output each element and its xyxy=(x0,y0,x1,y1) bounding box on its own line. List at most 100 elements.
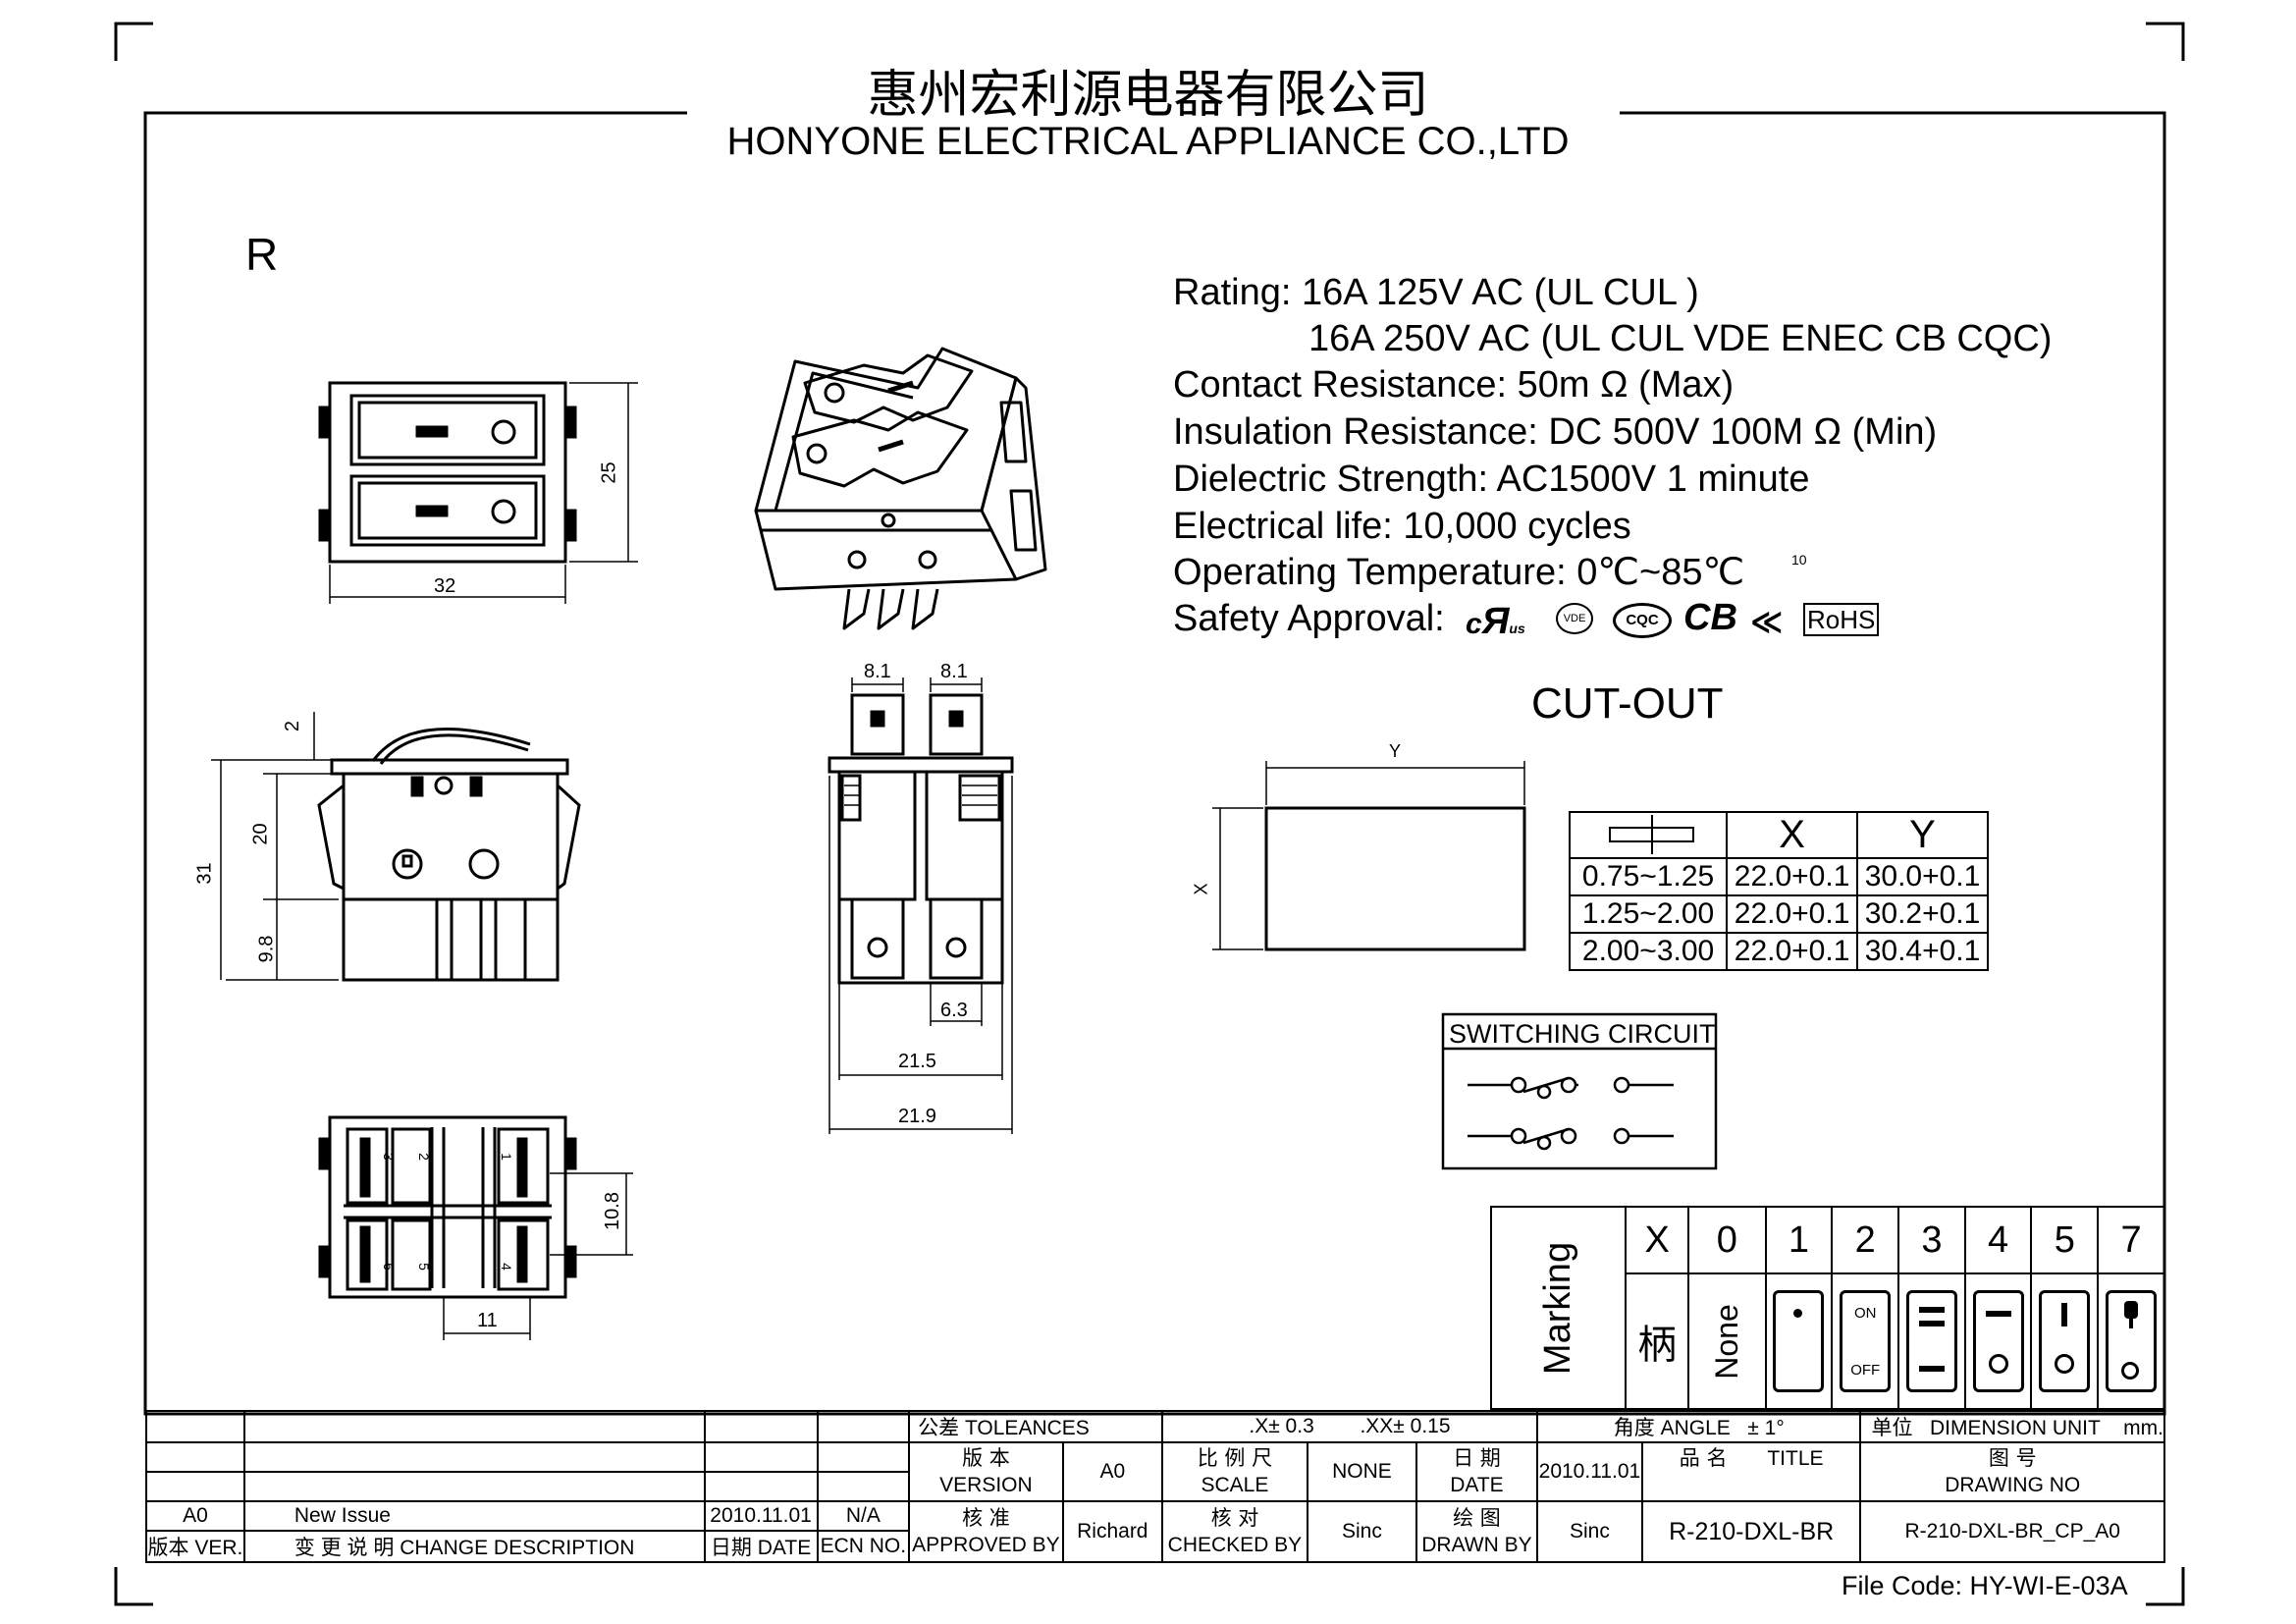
approved-value: Richard xyxy=(1061,1500,1163,1563)
spec-contact-resistance: Contact Resistance: 50m Ω (Max) xyxy=(1173,364,1735,406)
marking-code: 0 xyxy=(1687,1206,1767,1274)
file-code: File Code: HY-WI-E-03A xyxy=(1842,1571,2128,1600)
terminal-number: 1 xyxy=(498,1153,514,1161)
cutout-table-header: X Y xyxy=(1568,811,1989,859)
dot-icon xyxy=(1773,1290,1825,1392)
marking-code: 5 xyxy=(2030,1206,2100,1274)
marking-none: None xyxy=(1708,1303,1744,1380)
marking-symbol-x: 柄 xyxy=(1625,1272,1690,1410)
cutout-x-header: X xyxy=(1726,811,1859,859)
enec-logo: ≪ xyxy=(1750,604,1784,639)
cutout-x-value: 22.0+0.1 xyxy=(1726,857,1859,896)
scale-value: NONE xyxy=(1306,1441,1417,1502)
corner-mark-bl xyxy=(114,1567,153,1606)
revision-version: A0 xyxy=(145,1500,245,1532)
title-block-row-3 xyxy=(145,1471,2164,1502)
version-value: A0 xyxy=(1061,1441,1163,1502)
cutout-y-value: 30.0+0.1 xyxy=(1856,857,1989,896)
dim-front-w1: 8.1 xyxy=(864,661,891,682)
cutout-table: X Y 0.75~1.25 22.0+0.1 30.0+0.1 1.25~2.0… xyxy=(1568,811,1989,971)
cb-logo: CB xyxy=(1683,597,1737,638)
marking-symbol-1 xyxy=(1764,1272,1834,1410)
dash-circle-icon xyxy=(1972,1290,2024,1392)
marking-code: 4 xyxy=(1963,1206,2033,1274)
revision-ecn: N/A xyxy=(816,1500,911,1532)
drawing-no-value: R-210-DXL-BR_CP_A0 xyxy=(1859,1500,2165,1563)
temperature-superscript: 10 xyxy=(1791,552,1807,568)
cutout-y-header: Y xyxy=(1856,811,1989,859)
spec-insulation-resistance: Insulation Resistance: DC 500V 100M Ω (M… xyxy=(1173,411,1938,453)
cutout-y-value: 30.2+0.1 xyxy=(1856,894,1989,934)
col-version-header: 版本 VER. xyxy=(145,1530,245,1563)
table-row: 1.25~2.00 22.0+0.1 30.2+0.1 xyxy=(1568,894,1989,934)
lamp-icon xyxy=(2106,1290,2158,1392)
col-ecn-header: ECN NO. xyxy=(816,1530,911,1563)
col-date-header: 日期 DATE xyxy=(703,1530,819,1563)
marking-code: 3 xyxy=(1897,1206,1966,1274)
company-name-cn: 惠州宏利源电器有限公司 xyxy=(867,66,1429,125)
marking-code: 7 xyxy=(2097,1206,2165,1274)
terminal-number: 6 xyxy=(380,1263,397,1271)
bar-circle-icon xyxy=(2039,1290,2091,1392)
corner-mark-tl xyxy=(114,22,153,61)
dim-front-tab: 6.3 xyxy=(940,1000,968,1021)
cutout-y-label: Y xyxy=(1389,741,1402,761)
dimension-unit: 单位 DIMENSION UNIT mm. xyxy=(1859,1410,2165,1443)
spec-electrical-life: Electrical life: 10,000 cycles xyxy=(1173,506,1631,547)
dim-top-width: 32 xyxy=(434,575,456,597)
table-row: 2.00~3.00 22.0+0.1 30.4+0.1 xyxy=(1568,932,1989,971)
marking-code: 1 xyxy=(1764,1206,1834,1274)
cutout-y-value: 30.4+0.1 xyxy=(1856,932,1989,971)
terminal-number: 5 xyxy=(415,1263,432,1271)
cutout-x-value: 22.0+0.1 xyxy=(1726,932,1859,971)
spec-rating-2: 16A 250V AC (UL CUL VDE ENEC CB CQC) xyxy=(1308,318,2053,359)
marking-code: X xyxy=(1625,1206,1690,1274)
side-view xyxy=(211,712,581,982)
spec-safety-approval: Safety Approval: xyxy=(1173,598,1445,639)
marking-none-cell: None xyxy=(1687,1272,1767,1410)
spec-operating-temperature: Operating Temperature: 0℃~85℃ xyxy=(1173,552,1745,593)
dim-top-height: 25 xyxy=(598,461,620,484)
dash-dash-icon xyxy=(1905,1290,1957,1392)
marking-code: 2 xyxy=(1831,1206,1900,1274)
marking-symbol-3 xyxy=(1897,1272,1966,1410)
circuit-diagram xyxy=(1441,1012,1718,1170)
corner-mark-tr xyxy=(2146,22,2185,61)
dim-side-terminal: 9.8 xyxy=(255,935,278,963)
rohs-logo: RoHS xyxy=(1803,603,1880,636)
angle-tolerance: 角度 ANGLE ± 1° xyxy=(1535,1410,1862,1443)
ul-logo: cЯus xyxy=(1466,601,1525,642)
title-label: 品 名 TITLE xyxy=(1640,1441,1862,1502)
cutout-title: CUT-OUT xyxy=(1531,679,1724,728)
corner-mark-br xyxy=(2146,1567,2185,1606)
revision-date: 2010.11.01 xyxy=(703,1500,819,1532)
dim-side-body: 20 xyxy=(249,823,272,845)
terminal-number: 2 xyxy=(415,1153,432,1161)
dim-front-w2: 8.1 xyxy=(940,661,968,682)
cutout-drawing xyxy=(1212,761,1694,951)
title-block: 公差 TOLEANCES .X± 0.3 .XX± 0.15 角度 ANGLE … xyxy=(145,1410,2165,1563)
dim-front-total: 21.9 xyxy=(898,1106,936,1127)
marking-symbol-7 xyxy=(2097,1272,2165,1410)
vde-logo: VDE xyxy=(1556,603,1593,634)
checked-value: Sinc xyxy=(1306,1500,1417,1563)
terminal-number: 3 xyxy=(380,1153,397,1161)
dim-bottom-pitch-v: 10.8 xyxy=(601,1192,623,1230)
revision-description: New Issue xyxy=(242,1500,706,1532)
spec-dielectric-strength: Dielectric Strength: AC1500V 1 minute xyxy=(1173,459,1810,500)
bottom-view xyxy=(318,1115,633,1340)
cutout-x-label: X xyxy=(1191,883,1211,895)
title-value: R-210-DXL-BR xyxy=(1640,1500,1862,1563)
revision-header-row: 版本 VER. 变 更 说 明 CHANGE DESCRIPTION 日期 DA… xyxy=(145,1530,2164,1563)
table-row: 0.75~1.25 22.0+0.1 30.0+0.1 xyxy=(1568,857,1989,896)
